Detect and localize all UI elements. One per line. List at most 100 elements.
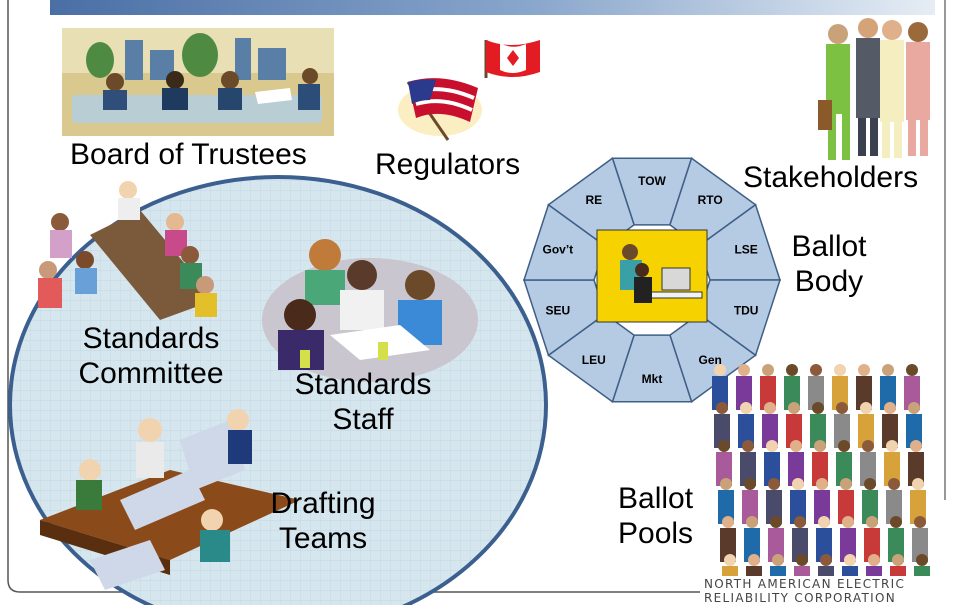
crowd-person-body (788, 452, 804, 486)
crowd-person-head (890, 516, 902, 528)
crowd-person-head (884, 402, 896, 414)
crowd-person-body (714, 414, 730, 448)
crowd-person-head (888, 478, 900, 490)
ballot-segment-label: TOW (638, 174, 666, 188)
crowd-person-body (744, 528, 760, 562)
stakeholders-illustration (818, 18, 930, 160)
crowd-person-head (766, 440, 778, 452)
standards-committee-line-2: Committee (78, 357, 224, 390)
crowd-person-body (858, 414, 874, 448)
crowd-person-body (790, 490, 806, 524)
drafting-illustration (40, 409, 300, 590)
standards-staff-line-1: Standards (294, 368, 432, 401)
crowd-person-head (912, 478, 924, 490)
crowd-person-body (882, 414, 898, 448)
crowd-person-body (832, 376, 848, 410)
crowd-person-head (882, 364, 894, 376)
crowd-person-body (736, 376, 752, 410)
ballot-pools-line-2: Pools (618, 517, 694, 550)
crowd-person-head (862, 440, 874, 452)
crowd-person-body (762, 414, 778, 448)
committee-illustration (38, 181, 217, 320)
ballot-body-line-1: Ballot (791, 230, 867, 263)
standards-committee-label: Standards Committee (66, 322, 236, 390)
crowd-person-body (910, 490, 926, 524)
crowd-person-body (838, 490, 854, 524)
crowd-person-body (906, 414, 922, 448)
computer-users-icon-part (646, 291, 703, 299)
crowd-person-head (790, 440, 802, 452)
ballot-body-label: Ballot Body (770, 230, 888, 298)
crowd-person-head (768, 478, 780, 490)
crowd-person-body (908, 452, 924, 486)
stakeholders-label: Stakeholders (743, 161, 919, 194)
crowd-person-body (888, 528, 904, 562)
computer-users-icon-part (635, 263, 649, 277)
crowd-person-head (916, 554, 928, 566)
crowd-person-head (744, 478, 756, 490)
crowd-person-body (814, 490, 830, 524)
drafting-teams-line-1: Drafting (270, 487, 376, 520)
crowd-person-head (770, 516, 782, 528)
crowd-person-head (886, 440, 898, 452)
crowd-person-head (864, 478, 876, 490)
crowd-person-head (820, 554, 832, 566)
crowd-person-head (788, 402, 800, 414)
crowd-person-head (892, 554, 904, 566)
crowd-person-head (836, 402, 848, 414)
crowd-person-body (836, 452, 852, 486)
ballot-segment-label: RE (585, 193, 602, 207)
crowd-person-head (910, 440, 922, 452)
crowd-person-head (792, 478, 804, 490)
ballot-pools-label: Ballot Pools (618, 482, 693, 550)
crowd-person-head (858, 364, 870, 376)
crowd-person-body (862, 490, 878, 524)
ballot-segment-label: RTO (698, 193, 723, 207)
board-of-trustees-label: Board of Trustees (70, 138, 307, 171)
footer-line-2: RELIABILITY CORPORATION (704, 591, 896, 605)
crowd-person-head (786, 364, 798, 376)
crowd-person-head (718, 440, 730, 452)
nerc-footer-logo: NORTH AMERICAN ELECTRIC RELIABILITY CORP… (700, 576, 959, 605)
crowd-person-body (884, 452, 900, 486)
crowd-person-body (816, 528, 832, 562)
crowd-person-head (746, 516, 758, 528)
crowd-person-head (838, 440, 850, 452)
crowd-person-body (810, 414, 826, 448)
crowd-person-body (716, 452, 732, 486)
crowd-person-head (816, 478, 828, 490)
crowd-person-head (748, 554, 760, 566)
crowd-person-body (786, 414, 802, 448)
crowd-person-body (812, 452, 828, 486)
crowd-person-body (864, 528, 880, 562)
crowd-person-head (722, 516, 734, 528)
slide-border (7, 0, 945, 593)
crowd-person-body (856, 376, 872, 410)
ballot-pools-line-1: Ballot (618, 482, 694, 515)
ballot-pools-crowd-illustration (712, 364, 930, 600)
crowd-person-body (912, 528, 928, 562)
crowd-person-head (818, 516, 830, 528)
crowd-person-head (772, 554, 784, 566)
footer-line-1: NORTH AMERICAN ELECTRIC (704, 577, 906, 591)
ballot-segment-label: TDU (734, 304, 759, 318)
crowd-person-head (742, 440, 754, 452)
ballot-segment-label: Mkt (642, 372, 663, 386)
top-banner (50, 0, 935, 15)
board-meeting-illustration (62, 28, 334, 136)
crowd-person-body (880, 376, 896, 410)
ballot-segment-label: LEU (582, 353, 606, 367)
ballot-body-line-2: Body (794, 265, 864, 298)
drafting-teams-label: Drafting Teams (258, 487, 388, 555)
crowd-person-body (784, 376, 800, 410)
ballot-segment-label: Gen (699, 353, 722, 367)
flags-illustration (398, 40, 540, 141)
crowd-person-head (738, 364, 750, 376)
crowd-person-body (764, 452, 780, 486)
crowd-person-body (904, 376, 920, 410)
standards-committee-line-1: Standards (82, 322, 220, 355)
crowd-person-head (914, 516, 926, 528)
computer-users-icon-part (622, 244, 638, 260)
